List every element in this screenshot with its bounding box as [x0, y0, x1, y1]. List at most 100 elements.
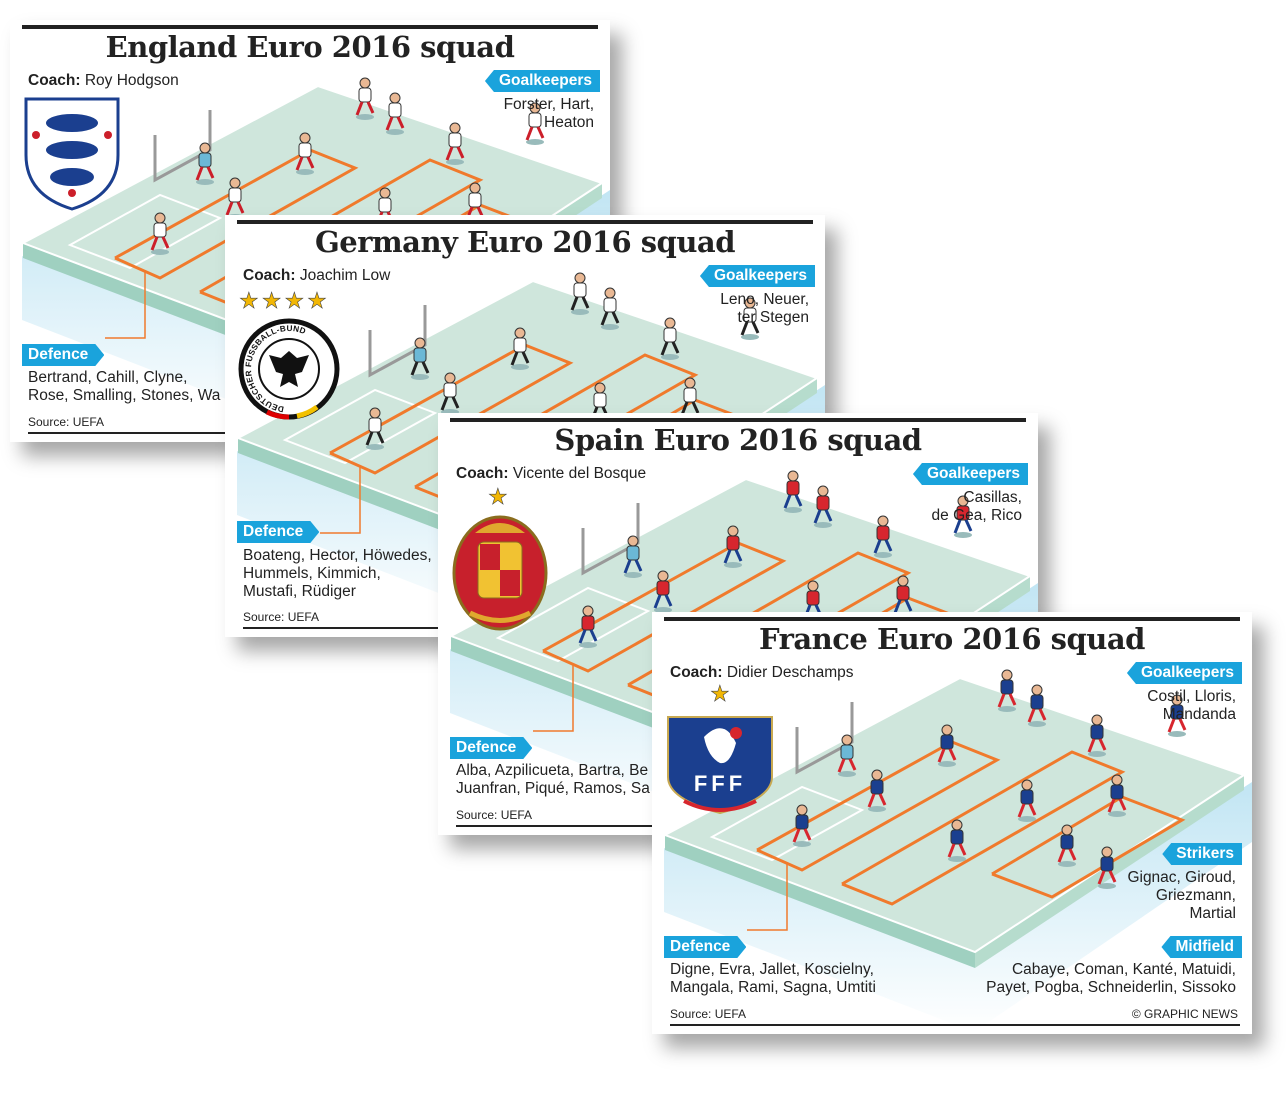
coach-name: Vicente del Bosque — [512, 465, 647, 482]
player-figure — [150, 212, 170, 255]
player-figure — [195, 142, 215, 185]
player-figure — [837, 734, 857, 777]
player-figure — [355, 77, 375, 120]
player-figure — [873, 515, 893, 558]
player-figure — [365, 407, 385, 450]
team-crest: DEUTSCHER FUSSBALL-BUND — [237, 317, 341, 426]
coach-label: Coach: — [28, 72, 81, 89]
player-figure — [1027, 684, 1047, 727]
goalkeepers-tag: Goalkeepers — [699, 265, 815, 287]
strikers-names: Gignac, Giroud, Griezmann, Martial — [1127, 869, 1236, 922]
coach-name: Joachim Low — [299, 267, 391, 284]
player-figure — [525, 102, 545, 145]
source-note: Source: UEFA — [456, 808, 533, 822]
coach-label: Coach: — [670, 664, 723, 681]
player-figure — [867, 769, 887, 812]
team-crest: FFF — [664, 707, 776, 822]
source-note: Source: UEFA — [670, 1007, 747, 1021]
defence-names: Bertrand, Cahill, Clyne, Rose, Smalling,… — [28, 369, 221, 404]
card-title: France Euro 2016 squad — [759, 622, 1145, 656]
player-figure — [578, 605, 598, 648]
player-figure — [660, 317, 680, 360]
player-figure — [510, 327, 530, 370]
coach-line: Coach: Vicente del Bosque — [456, 465, 646, 483]
defence-tag: Defence — [237, 521, 319, 543]
crest-text: FFF — [694, 771, 746, 796]
strikers-tag: Strikers — [1162, 843, 1242, 865]
defence-tag: Defence — [664, 936, 746, 958]
goal-frame — [153, 110, 212, 183]
player-figure — [385, 92, 405, 135]
goalkeepers-tag: Goalkeepers — [484, 70, 600, 92]
coach-label: Coach: — [456, 465, 509, 482]
defence-names: Digne, Evra, Jallet, Koscielny, Mangala,… — [670, 961, 876, 996]
star-icon: ★ — [488, 484, 508, 509]
card-title: Spain Euro 2016 squad — [554, 423, 922, 457]
player-figure — [410, 337, 430, 380]
player-figure — [1107, 774, 1127, 817]
player-figure — [653, 570, 673, 613]
player-figure — [1167, 694, 1187, 737]
player-figure — [953, 495, 973, 538]
top-rule — [237, 220, 813, 224]
midfield-tag: Midfield — [1161, 936, 1242, 958]
midfield-names: Cabaye, Coman, Kanté, Matuidi, Payet, Po… — [986, 961, 1236, 996]
defence-tag: Defence — [22, 344, 104, 366]
player-figure — [1057, 824, 1077, 867]
credit-note: © GRAPHIC NEWS — [1131, 1007, 1238, 1021]
source-note: Source: UEFA — [28, 415, 105, 429]
player-figure — [783, 470, 803, 513]
player-figure — [600, 287, 620, 330]
player-figure — [465, 182, 485, 225]
player-figure — [445, 122, 465, 165]
england-crest-icon — [24, 97, 120, 211]
team-crest — [450, 508, 550, 638]
coach-label: Coach: — [243, 267, 296, 284]
goalkeepers-names: Forster, Hart, Heaton — [503, 96, 594, 131]
player-figure — [937, 724, 957, 767]
player-figure — [295, 132, 315, 175]
defence-names: Alba, Azpilicueta, Bartra, Be Juanfran, … — [456, 762, 650, 797]
player-figure — [740, 297, 760, 340]
defence-tag: Defence — [450, 737, 532, 759]
card-title: England Euro 2016 squad — [105, 30, 515, 64]
top-rule — [450, 418, 1026, 422]
player-figure — [1017, 779, 1037, 822]
team-crest — [22, 95, 122, 218]
goalkeepers-names: Leno, Neuer, ter Stegen — [720, 291, 809, 326]
player-figure — [792, 804, 812, 847]
card-title: Germany Euro 2016 squad — [315, 225, 735, 259]
pitch-illustration — [662, 669, 1252, 1032]
coach-name: Didier Deschamps — [726, 664, 854, 681]
source-note: Source: UEFA — [243, 610, 320, 624]
player-figure — [723, 525, 743, 568]
rfef-crest-icon — [452, 515, 548, 631]
goalkeepers-tag: Goalkeepers — [912, 463, 1028, 485]
goal-frame — [581, 503, 640, 576]
defence-names: Boateng, Hector, Höwedes, Hummels, Kimmi… — [243, 547, 432, 600]
top-rule — [664, 617, 1240, 621]
bottom-rule — [670, 1024, 1240, 1026]
coach-line: Coach: Joachim Low — [243, 267, 390, 285]
player-figure — [1097, 846, 1117, 889]
goal-frame — [368, 305, 427, 378]
player-figure — [947, 819, 967, 862]
dfb-crest-icon: DEUTSCHER FUSSBALL-BUND — [238, 318, 340, 420]
goalkeepers-names: Costil, Lloris, Mandanda — [1147, 688, 1236, 723]
coach-line: Coach: Roy Hodgson — [28, 72, 179, 90]
player-figure — [813, 485, 833, 528]
star-icon: ★★★★ — [239, 288, 330, 313]
player-figure — [623, 535, 643, 578]
fff-crest-icon: FFF — [667, 716, 773, 815]
goalkeepers-names: Casillas, de Gea, Rico — [931, 489, 1022, 524]
star-icon: ★ — [710, 681, 730, 706]
coach-name: Roy Hodgson — [84, 72, 179, 89]
goal-frame — [795, 702, 854, 775]
player-figure — [570, 272, 590, 315]
player-figure — [997, 669, 1017, 712]
player-figure — [1087, 714, 1107, 757]
coach-line: Coach: Didier Deschamps — [670, 664, 854, 682]
goalkeepers-tag: Goalkeepers — [1126, 662, 1242, 684]
top-rule — [22, 25, 598, 29]
